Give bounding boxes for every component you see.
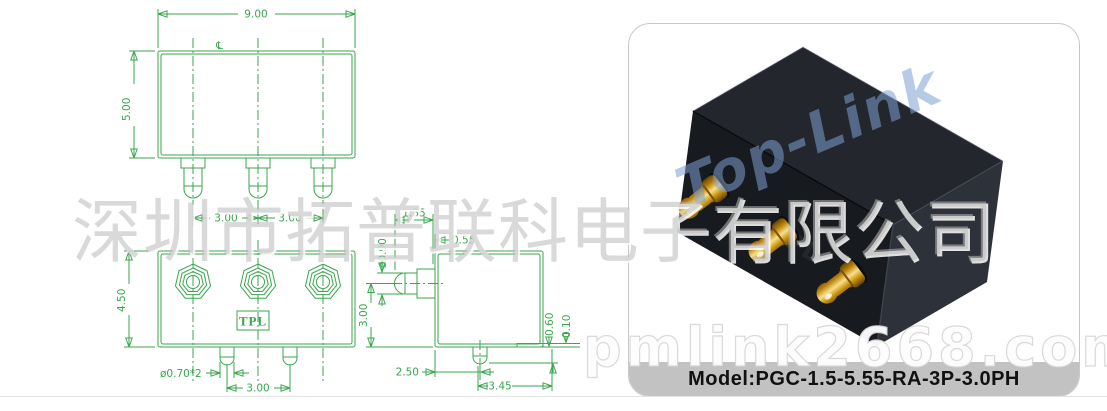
- dim-bottom-height: 4.50: [116, 289, 128, 312]
- pogo-pin: [748, 215, 800, 262]
- dim-front-height: 5.00: [121, 98, 133, 121]
- product-photo-card: TPL: [628, 23, 1080, 397]
- dim-side-step: 0.55: [452, 235, 475, 247]
- connector-photo: TPL: [667, 46, 1005, 347]
- dim-side-edge1: 0.60: [544, 313, 556, 336]
- dim-front-width: 9.00: [244, 9, 267, 21]
- pogo-pin: [678, 172, 730, 219]
- dim-side-tip: 1.55: [402, 208, 425, 220]
- dim-pin-dia: ø0.90: [377, 238, 389, 268]
- dim-front-pitch2: 3.00: [278, 213, 301, 225]
- dim-side-foot2: 3.45: [488, 381, 511, 393]
- dim-front-pitch1: 3.00: [214, 213, 237, 225]
- pogo-pin: [816, 257, 868, 304]
- model-label: Model:PGC-1.5-5.55-RA-3P-3.0PH: [688, 367, 1020, 390]
- tpl-logo-drawing: TPL: [239, 314, 267, 329]
- dim-side-foot1: 2.50: [396, 367, 419, 379]
- dim-side-edge2: 0.10: [561, 315, 573, 338]
- bottom-rule: [0, 396, 1107, 397]
- technical-drawing: 9.00 ℄ 5.00 3.00 3.00: [116, 0, 625, 411]
- dim-peg-dia: ø0.70*2: [160, 368, 202, 380]
- front-view: 9.00 ℄ 5.00 3.00 3.00: [121, 9, 355, 227]
- model-bar: Model:PGC-1.5-5.55-RA-3P-3.0PH: [629, 362, 1079, 396]
- bottom-view: TPL 4.50 ø0.70*2 3.00: [116, 240, 355, 395]
- side-view: 3.00 1.55 0.55 ø0.90 2.50 3.45: [358, 208, 580, 393]
- dim-side-height: 3.00: [358, 304, 370, 327]
- pogo-pins: [678, 172, 868, 304]
- centerline-symbol: ℄: [215, 40, 223, 52]
- dim-peg-pitch: 3.00: [246, 383, 269, 395]
